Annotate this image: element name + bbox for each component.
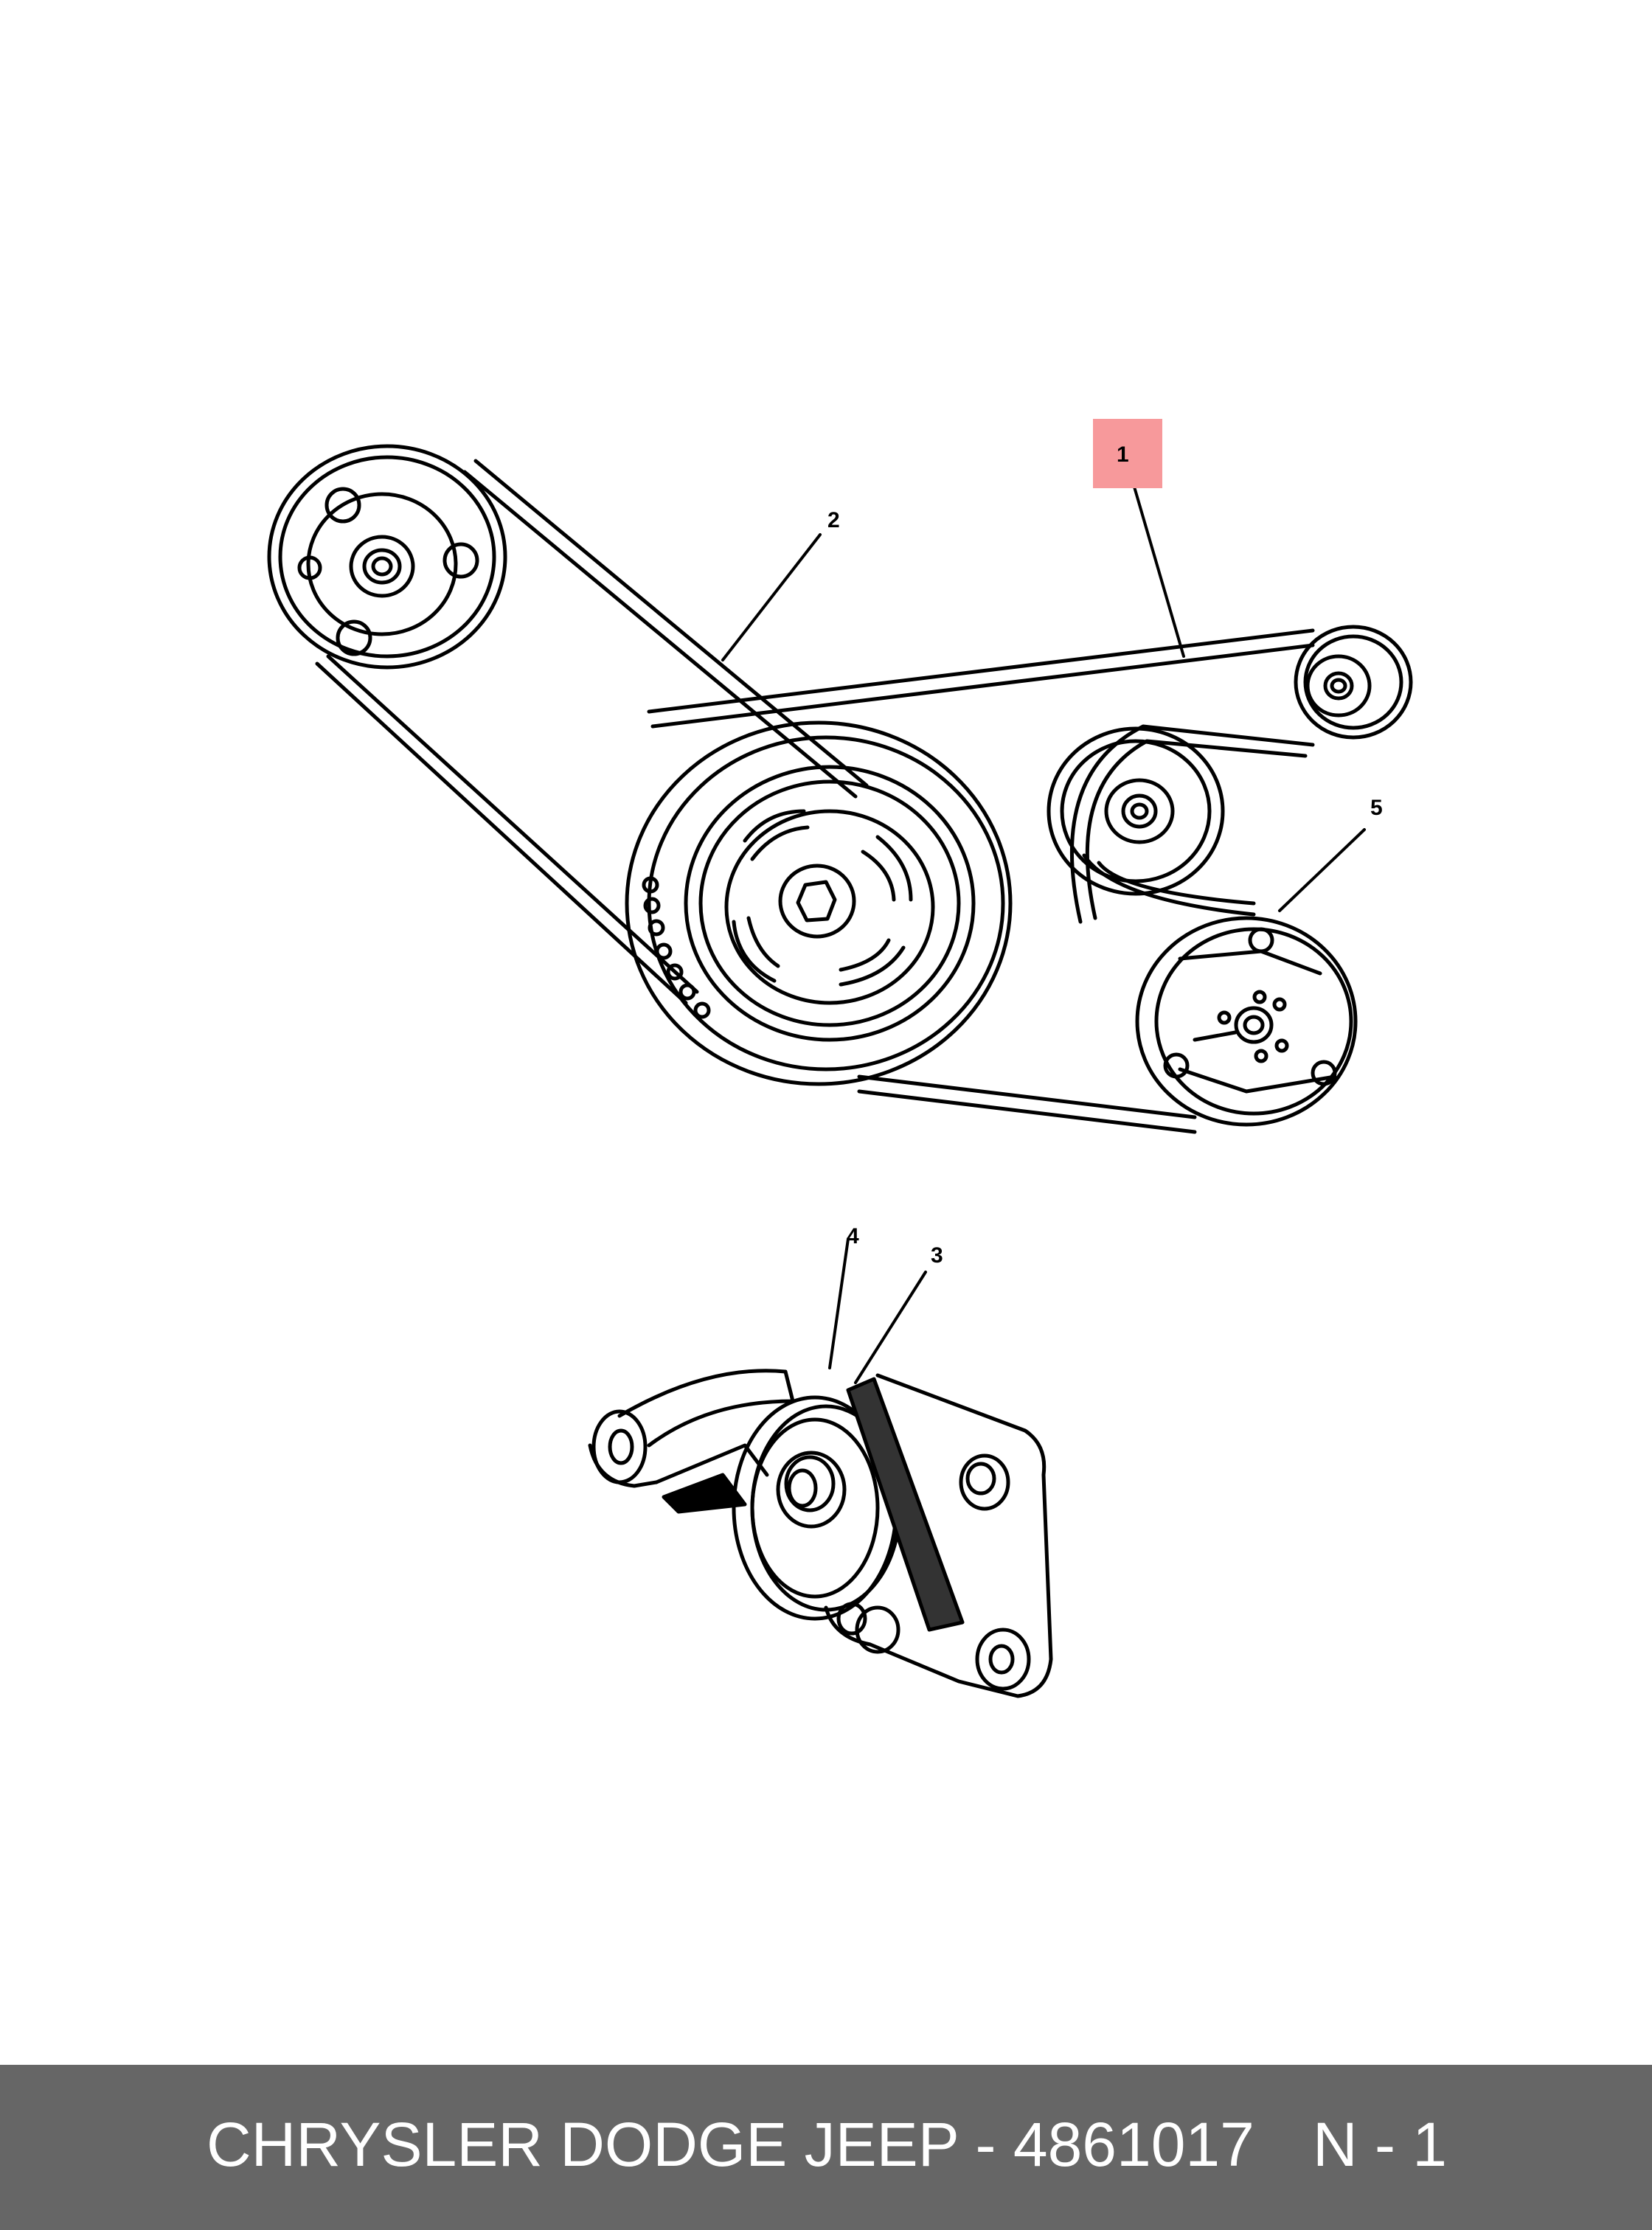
middle-idler-pulley [1047,726,1225,896]
belt-tensioner-assembly [588,1369,1053,1698]
upper-left-pulley [267,444,507,670]
belt-routing-diagram: 1 2 3 4 5 [267,419,1413,1698]
lower-right-pulley [1135,916,1358,1127]
footer-bar: CHRYSLER DODGE JEEP - 4861017 N - 1 [0,2065,1652,2230]
callout-1-highlight [1093,419,1162,488]
callout-3: 3 [931,1243,943,1268]
leader-lines [721,478,1366,1384]
footer-page-label: N - 1 [1313,2110,1448,2179]
footer-title: CHRYSLER DODGE JEEP - 4861017 [206,2110,1254,2179]
upper-right-idler-pulley [1294,625,1413,740]
crankshaft-pulley [625,720,1013,1086]
callout-1: 1 [1117,442,1129,467]
callout-4: 4 [847,1224,859,1248]
callout-5: 5 [1370,796,1383,820]
callout-2: 2 [827,508,840,532]
